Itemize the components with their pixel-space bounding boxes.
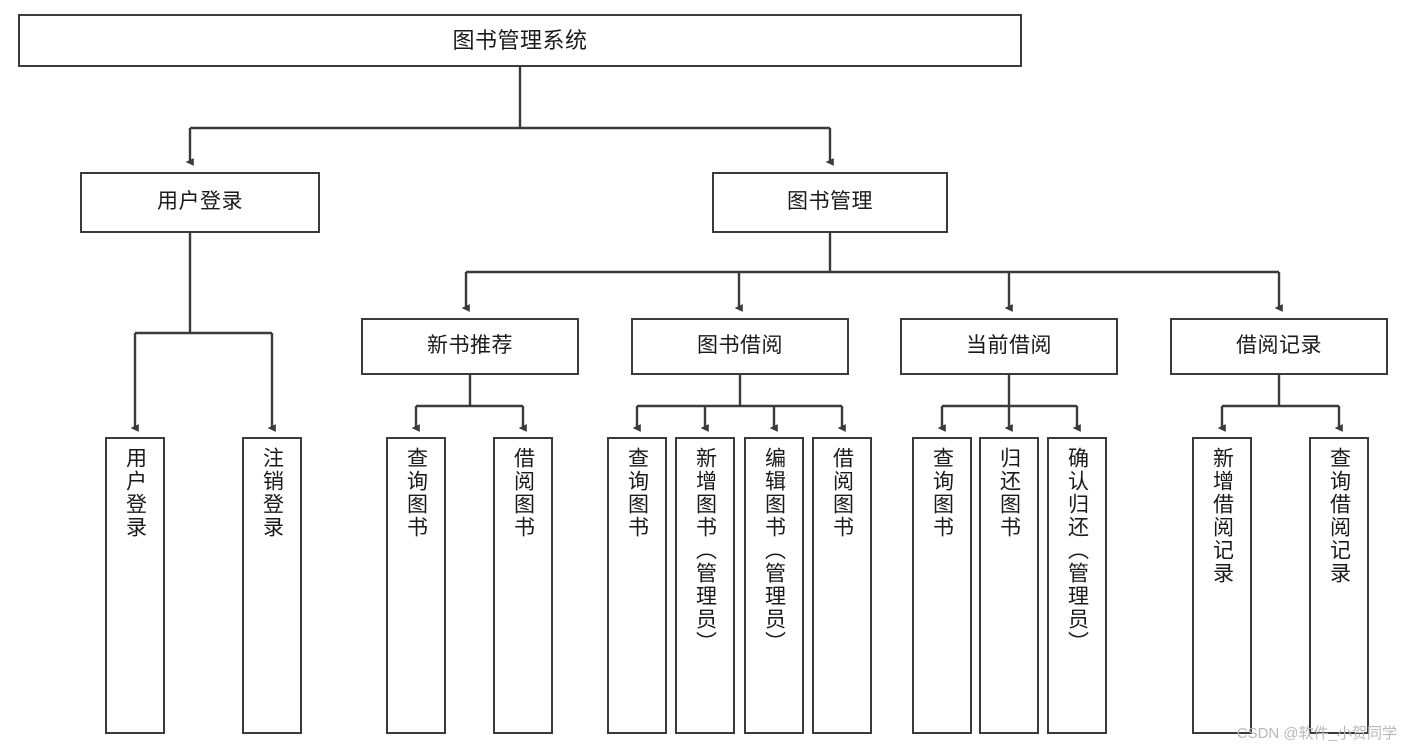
- node-current-borrow-label: 当前借阅: [966, 334, 1052, 358]
- node-leaf-user-logout[interactable]: 注销登录: [242, 437, 302, 734]
- node-leaf-query-book-3-label: 查询图书: [930, 447, 954, 539]
- node-root[interactable]: 图书管理系统: [18, 14, 1022, 67]
- node-book-borrow-label: 图书借阅: [697, 334, 783, 358]
- node-user-login-label: 用户登录: [157, 190, 243, 214]
- node-leaf-edit-book[interactable]: 编辑图书（管理员）: [744, 437, 804, 734]
- node-leaf-query-book-1-label: 查询图书: [404, 447, 428, 539]
- node-leaf-confirm-return-label: 确认归还（管理员）: [1065, 447, 1089, 654]
- node-leaf-query-record[interactable]: 查询借阅记录: [1309, 437, 1369, 734]
- node-user-login[interactable]: 用户登录: [80, 172, 320, 233]
- node-leaf-add-book[interactable]: 新增图书（管理员）: [675, 437, 735, 734]
- node-book-manage-label: 图书管理: [787, 190, 873, 214]
- node-leaf-borrow-book-2[interactable]: 借阅图书: [812, 437, 872, 734]
- node-leaf-add-record[interactable]: 新增借阅记录: [1192, 437, 1252, 734]
- node-root-label: 图书管理系统: [452, 27, 588, 53]
- node-current-borrow[interactable]: 当前借阅: [900, 318, 1118, 375]
- node-leaf-query-book-2[interactable]: 查询图书: [607, 437, 667, 734]
- node-leaf-return-book[interactable]: 归还图书: [979, 437, 1039, 734]
- node-leaf-add-book-label: 新增图书（管理员）: [693, 447, 717, 654]
- node-leaf-user-login[interactable]: 用户登录: [105, 437, 165, 734]
- csdn-watermark: CSDN @软件_小贺同学: [1236, 725, 1397, 742]
- node-book-borrow[interactable]: 图书借阅: [631, 318, 849, 375]
- node-leaf-borrow-book-1[interactable]: 借阅图书: [493, 437, 553, 734]
- node-leaf-query-book-1[interactable]: 查询图书: [386, 437, 446, 734]
- node-new-book-rec-label: 新书推荐: [427, 334, 513, 358]
- node-borrow-record[interactable]: 借阅记录: [1170, 318, 1388, 375]
- node-leaf-borrow-book-1-label: 借阅图书: [511, 447, 535, 539]
- node-leaf-user-login-label: 用户登录: [123, 447, 147, 539]
- node-leaf-edit-book-label: 编辑图书（管理员）: [762, 447, 786, 654]
- node-leaf-query-book-3[interactable]: 查询图书: [912, 437, 972, 734]
- node-leaf-confirm-return[interactable]: 确认归还（管理员）: [1047, 437, 1107, 734]
- node-leaf-add-record-label: 新增借阅记录: [1210, 447, 1234, 585]
- node-leaf-query-book-2-label: 查询图书: [625, 447, 649, 539]
- node-leaf-borrow-book-2-label: 借阅图书: [830, 447, 854, 539]
- node-leaf-user-logout-label: 注销登录: [260, 447, 284, 539]
- node-borrow-record-label: 借阅记录: [1236, 334, 1322, 358]
- node-book-manage[interactable]: 图书管理: [712, 172, 948, 233]
- node-leaf-return-book-label: 归还图书: [997, 447, 1021, 539]
- node-new-book-rec[interactable]: 新书推荐: [361, 318, 579, 375]
- node-leaf-query-record-label: 查询借阅记录: [1327, 447, 1351, 585]
